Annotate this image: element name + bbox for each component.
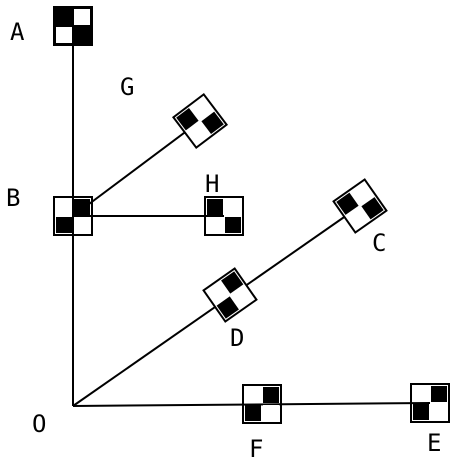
- label-a: A: [10, 18, 25, 46]
- label-e: E: [427, 429, 441, 457]
- markers: [53, 6, 450, 424]
- point-labels: A G B H C D O F E: [6, 18, 441, 463]
- checker-square-icon: [53, 196, 93, 236]
- label-d: D: [230, 324, 244, 352]
- checker-square-icon: [242, 384, 282, 424]
- checker-square-icon: [53, 6, 93, 46]
- label-g: G: [120, 73, 134, 101]
- checker-square-icon: [410, 383, 450, 423]
- checker-square-icon: [171, 92, 229, 150]
- label-h: H: [205, 170, 219, 198]
- checker-square-icon: [202, 267, 258, 323]
- segment-oe: [72, 402, 431, 407]
- label-b: B: [6, 184, 20, 212]
- label-f: F: [249, 435, 263, 463]
- segment-bg: [72, 120, 201, 217]
- checker-square-icon: [204, 196, 244, 236]
- checker-square-icon: [332, 178, 388, 234]
- label-o: O: [32, 410, 46, 438]
- label-c: C: [372, 229, 386, 257]
